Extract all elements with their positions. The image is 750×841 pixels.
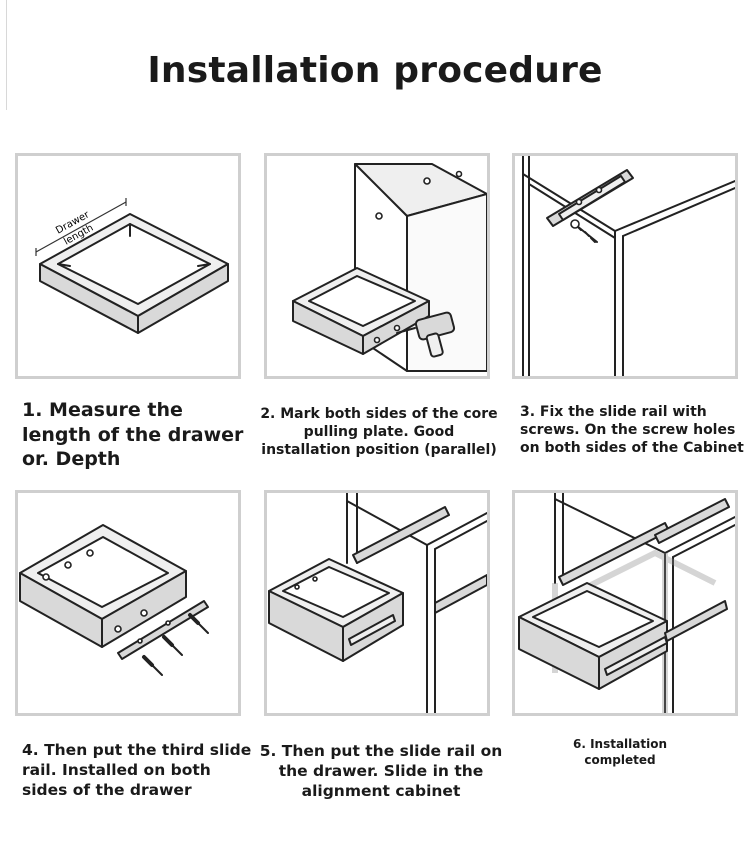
drawer-rail-icon <box>19 524 209 676</box>
step-2-caption: 2. Mark both sides of the core pulling p… <box>260 406 498 459</box>
step-5-caption: 5. Then put the slide rail on the drawer… <box>259 742 503 801</box>
page-title: Installation procedure <box>147 50 603 91</box>
drawer-insert-icon <box>268 493 487 713</box>
edge-divider <box>6 0 7 110</box>
step-5-illustration <box>264 490 490 716</box>
step-2-illustration <box>264 153 490 379</box>
installed-drawer-icon <box>518 493 735 713</box>
step-3-caption: 3. Fix the slide rail with screws. On th… <box>520 404 744 457</box>
step-6-illustration <box>512 490 738 716</box>
step-1-illustration: Drawer length <box>15 153 241 379</box>
drill-marking-icon <box>292 163 487 372</box>
step-3-illustration <box>512 153 738 379</box>
step-4-illustration <box>15 490 241 716</box>
step-1-caption: 1. Measure the length of the drawer or. … <box>22 399 244 471</box>
rail-screw-icon <box>522 156 735 376</box>
step-4-caption: 4. Then put the third slide rail. Instal… <box>22 741 252 800</box>
drawer-measure-icon: Drawer length <box>35 198 229 334</box>
step-6-caption: 6. Installation completed <box>572 737 668 767</box>
